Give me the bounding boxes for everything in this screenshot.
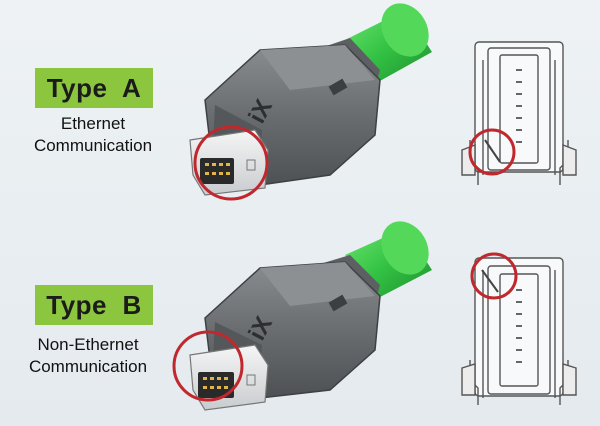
receptacle-outline-type-a-icon: [461, 41, 577, 185]
type-b-receptacle-highlight-circle: [470, 252, 518, 300]
type-a-receptacle-highlight-circle: [468, 128, 516, 176]
receptacle-outline-type-b-icon: [461, 252, 577, 405]
type-a-description: Ethernet Communication: [18, 113, 168, 157]
type-b-plug-highlight-circle: [172, 330, 244, 402]
type-b-badge: Type B: [35, 285, 153, 325]
type-b-label: Type B: [46, 289, 142, 320]
type-a-desc-line1: Ethernet: [60, 114, 126, 133]
type-b-desc-line1: Non-Ethernet: [37, 335, 139, 354]
type-a-plug-highlight-circle: [193, 125, 269, 201]
type-b-description: Non-Ethernet Communication: [8, 334, 168, 378]
type-a-label: Type A: [46, 72, 142, 103]
type-a-desc-line2: Communication: [33, 136, 153, 155]
type-a-badge: Type A: [35, 68, 153, 108]
type-b-desc-line2: Communication: [28, 357, 148, 376]
connector-plug-type-b-icon: iX: [172, 221, 432, 411]
connector-plug-type-a-icon: iX: [189, 3, 432, 201]
